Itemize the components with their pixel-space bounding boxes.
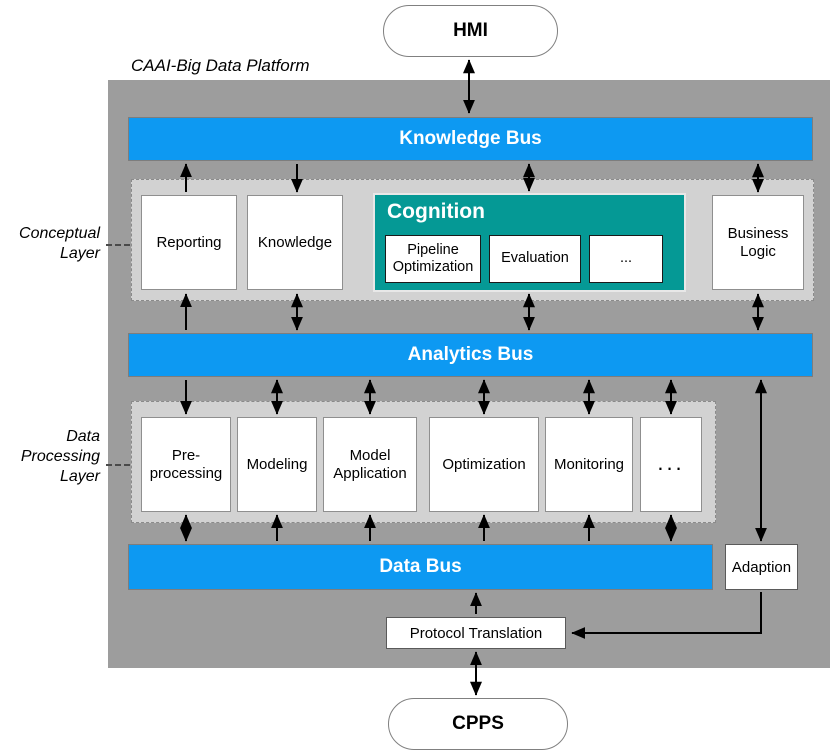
cognition-panel[interactable]: Cognition Pipeline Optimization Evaluati… [373,193,686,292]
component-pre-processing[interactable]: Pre-processing [141,417,231,512]
component-knowledge-label: Knowledge [257,233,333,251]
protocol-translation-box[interactable]: Protocol Translation [386,617,566,649]
data-processing-layer-label: Data Processing Layer [20,428,100,485]
conceptual-layer-leader [106,244,130,246]
component-monitoring[interactable]: Monitoring [545,417,633,512]
data-processing-layer-leader [106,464,130,466]
component-more[interactable]: ... [640,417,702,512]
analytics-bus-label: Analytics Bus [407,344,534,365]
component-reporting-label: Reporting [156,233,222,251]
protocol-translation-label: Protocol Translation [409,624,543,642]
knowledge-bus[interactable]: Knowledge Bus [128,117,813,161]
cognition-item-evaluation-label: Evaluation [501,250,569,267]
data-bus-label: Data Bus [379,556,462,577]
data-bus[interactable]: Data Bus [128,544,713,590]
component-modeling-label: Modeling [246,455,308,473]
component-business-logic[interactable]: Business Logic [712,195,804,290]
conceptual-layer-label: Conceptual Layer [19,225,100,262]
cognition-item-more-label: ... [619,250,633,267]
component-knowledge[interactable]: Knowledge [247,195,343,290]
cpps-label: CPPS [452,713,504,734]
cognition-item-pipeline-optimization[interactable]: Pipeline Optimization [385,235,481,283]
cpps-endpoint: CPPS [388,698,568,750]
component-modeling[interactable]: Modeling [237,417,317,512]
component-model-application[interactable]: Model Application [323,417,417,512]
component-more-label: ... [657,449,685,475]
component-optimization[interactable]: Optimization [429,417,539,512]
knowledge-bus-label: Knowledge Bus [399,128,542,149]
adaption-label: Adaption [731,558,792,576]
analytics-bus[interactable]: Analytics Bus [128,333,813,377]
page-title: CAAI-Big Data Platform [131,56,310,75]
hmi-label: HMI [453,20,488,41]
cognition-item-evaluation[interactable]: Evaluation [489,235,581,283]
hmi-endpoint: HMI [383,5,558,57]
component-monitoring-label: Monitoring [553,455,625,473]
component-business-logic-label: Business Logic [727,224,789,260]
component-reporting[interactable]: Reporting [141,195,237,290]
component-optimization-label: Optimization [442,455,526,473]
adaption-box[interactable]: Adaption [725,544,798,590]
cognition-item-pipeline-optimization-label: Pipeline Optimization [392,241,474,275]
cognition-item-more[interactable]: ... [589,235,663,283]
cognition-title: Cognition [387,200,485,223]
component-pre-processing-label: Pre-processing [149,446,223,482]
component-model-application-label: Model Application [333,446,407,482]
